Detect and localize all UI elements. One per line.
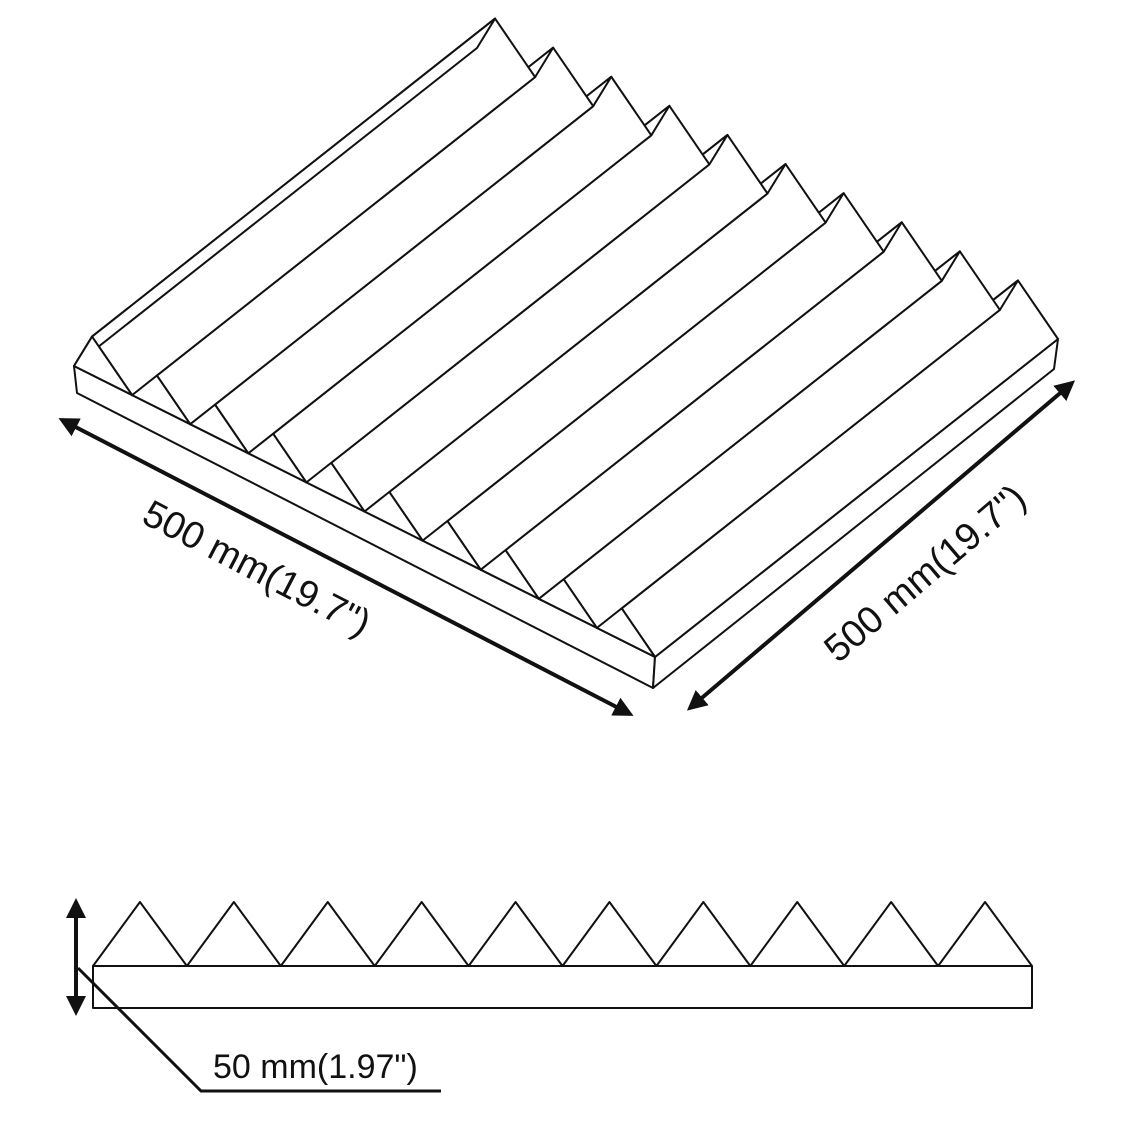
side-wedge-peak [467,901,564,967]
thickness-dimension-label: 50 mm(1.97") [213,1048,418,1086]
side-wedge-peak [843,901,940,967]
ridge-end-face [73,335,134,397]
thickness-leader-line [76,966,441,1093]
side-wedge-peak [561,901,658,967]
side-profile-view [92,901,1033,1009]
side-wedge-peak [279,901,376,967]
side-wedge-peak [185,901,282,967]
side-wedge-peak [373,901,470,967]
side-wedge-peak [655,901,752,967]
side-wedge-peak [92,901,188,967]
width-dimension-arrow [58,418,634,716]
side-wedge-peak [937,901,1033,967]
depth-dimension-arrow [686,380,1076,711]
side-base-rect [92,965,1033,1009]
side-wedge-peak [749,901,846,967]
